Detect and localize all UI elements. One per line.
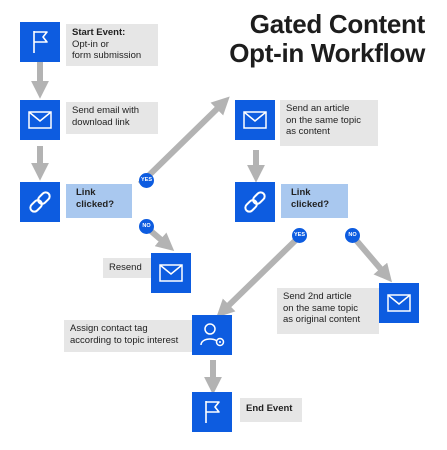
decision2-line-2: clicked? (291, 198, 330, 210)
envelope-icon (28, 111, 52, 129)
send-2nd-article-node (379, 283, 419, 323)
flag-icon (205, 401, 220, 423)
link-clicked-2-label: Link clicked? (281, 184, 348, 218)
send-2nd-line-1: Send 2nd article (283, 291, 352, 302)
link-clicked-2-node (235, 182, 275, 222)
no-badge-2: NO (345, 228, 360, 243)
send-article-line-3: as content (286, 126, 330, 137)
send-email-line-1: Send email with (72, 105, 140, 116)
assign-tag-line-2: according to topic interest (70, 334, 179, 346)
no-badge-1: NO (139, 219, 154, 234)
assign-tag-node (192, 315, 232, 355)
envelope-icon (159, 264, 183, 282)
send-email-node (20, 100, 60, 140)
arrow-decision1-yes-to-article (137, 96, 230, 187)
resend-label: Resend (103, 258, 151, 278)
send-article-label: Send an article on the same topic as con… (280, 100, 378, 146)
start-label-line-2: Opt-in or (72, 38, 109, 50)
send-article-node (235, 100, 275, 140)
user-gear-icon (200, 323, 225, 347)
decision1-line-2: clicked? (76, 198, 115, 210)
start-label-line-1: Start Event: (72, 27, 126, 38)
assign-tag-line-1: Assign contact tag (70, 323, 148, 334)
yes-badge-1: YES (139, 173, 154, 188)
page-title: Gated Content Opt-in Workflow (229, 10, 425, 68)
yes-badge-2: YES (292, 228, 307, 243)
decision2-line-1: Link (291, 187, 311, 198)
arrow-decision2-no-to-2nd-article (353, 238, 393, 283)
arrow-decision2-yes-to-assign (216, 233, 303, 318)
decision1-line-1: Link (76, 187, 96, 198)
start-event-label: Start Event: Opt-in or form submission (66, 24, 158, 66)
start-event-node (20, 22, 60, 62)
link-clicked-1-label: Link clicked? (66, 184, 132, 218)
assign-tag-label: Assign contact tag according to topic in… (64, 320, 192, 352)
title-line-1: Gated Content (249, 9, 426, 39)
end-event-node (192, 392, 232, 432)
send-2nd-line-2: on the same topic (283, 302, 358, 314)
resend-line-1: Resend (109, 262, 142, 273)
chain-link-icon (29, 191, 51, 213)
end-label-line-1: End Event (246, 403, 293, 414)
send-2nd-article-label: Send 2nd article on the same topic as or… (277, 288, 379, 334)
send-article-line-2: on the same topic (286, 114, 361, 126)
send-email-label: Send email with download link (66, 102, 158, 134)
chain-link-icon (244, 191, 266, 213)
send-article-line-1: Send an article (286, 103, 350, 114)
send-2nd-line-3: as original content (283, 314, 361, 325)
envelope-icon (387, 294, 411, 312)
send-email-line-2: download link (72, 116, 130, 128)
envelope-icon (243, 111, 267, 129)
link-clicked-1-node (20, 182, 60, 222)
start-label-line-3: form submission (72, 50, 142, 61)
end-event-label: End Event (240, 398, 302, 422)
resend-node (151, 253, 191, 293)
flag-icon (33, 31, 48, 53)
title-line-2: Opt-in Workflow (229, 38, 425, 68)
